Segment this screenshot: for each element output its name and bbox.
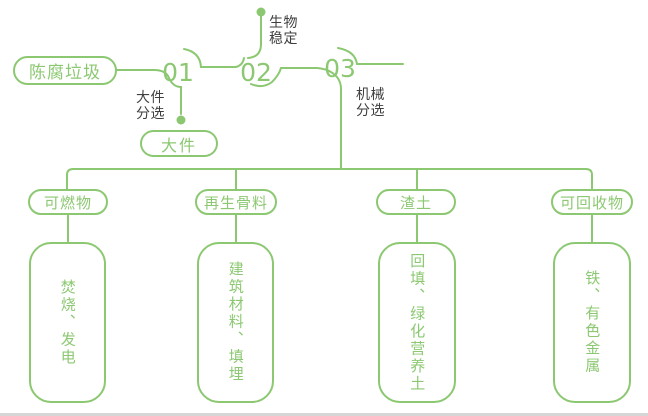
category-pill-recycled-aggregate: 再生骨料: [195, 189, 277, 215]
connector-biostable-stem: [247, 11, 262, 59]
bulky-item-label: 大件: [160, 135, 197, 155]
step-number-03: 03: [324, 54, 356, 83]
connector-dot-bulky: [176, 115, 186, 125]
result-box-metals: 铁、有色金属: [553, 242, 631, 403]
result-text: 焚烧、发电: [58, 278, 77, 367]
connector-dot-biostable: [256, 7, 266, 17]
result-box-backfill: 回填、绿化营养土: [378, 242, 456, 403]
connector-02-to-03-drop: [250, 67, 342, 170]
step-label-line: 分选: [136, 106, 165, 122]
category-pill-recyclables: 可回收物: [551, 189, 633, 215]
step-label-line: 稳定: [269, 31, 298, 47]
connector-03-tail: [337, 47, 404, 65]
step-number-01: 01: [162, 58, 194, 87]
result-text: 铁、有色金属: [583, 270, 602, 375]
connector-01-to-02: [183, 48, 245, 68]
step-label-mechanical-sorting: 机械 分选: [356, 87, 385, 119]
step-label-line: 机械: [356, 87, 385, 103]
result-box-incineration: 焚烧、发电: [29, 242, 106, 403]
category-pill-slag-soil: 渣土: [376, 189, 456, 215]
result-text: 建筑材料、填埋: [226, 261, 245, 384]
source-label: 陈腐垃圾: [29, 63, 101, 83]
category-label: 渣土: [399, 193, 432, 212]
result-box-building-materials: 建筑材料、填埋: [197, 242, 274, 403]
bottom-edge-strip: [0, 413, 648, 416]
category-label: 可燃物: [43, 193, 92, 212]
connector-source-to-01: [116, 69, 182, 115]
step-label-line: 大件: [136, 90, 165, 106]
category-pill-combustibles: 可燃物: [28, 189, 108, 215]
step-label-line: 分选: [356, 103, 385, 119]
step-label-bio-stabilization: 生物 稳定: [269, 15, 298, 47]
source-pill: 陈腐垃圾: [13, 56, 117, 85]
bulky-item-pill: 大件: [140, 130, 218, 157]
category-label: 再生骨料: [203, 193, 268, 212]
result-text: 回填、绿化营养土: [408, 252, 427, 393]
connector-distribution-rail: [66, 168, 593, 191]
step-number-02: 02: [240, 58, 272, 87]
step-label-line: 生物: [269, 15, 298, 31]
step-label-bulky-sorting: 大件 分选: [136, 90, 165, 122]
category-label: 可回收物: [559, 193, 624, 212]
